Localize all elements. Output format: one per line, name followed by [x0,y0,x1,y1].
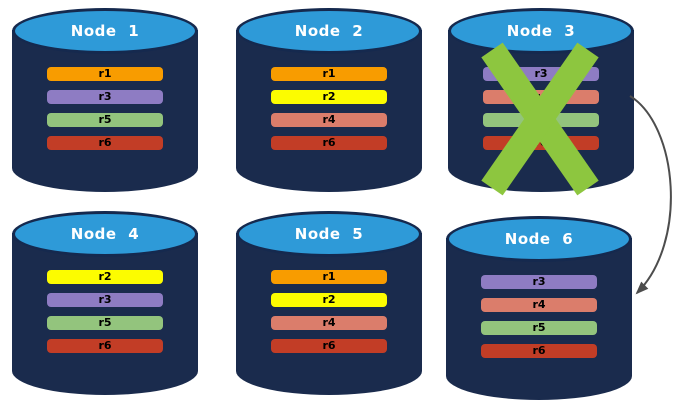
cylinder-top: Node 3 [448,8,634,54]
node-title: Node 4 [70,225,140,243]
node-title: Node 2 [294,22,364,40]
replica-bar-r6: r6 [271,136,387,150]
node-title: Node 6 [504,230,574,248]
replica-bar-r3: r3 [481,275,597,289]
node-node-1: Node 1 r1 r3 r5 r6 [12,8,198,192]
replica-bar-r6: r6 [47,136,163,150]
replica-bar-r2: r2 [47,270,163,284]
replica-bars: r2 r3 r5 r6 [12,270,198,353]
replica-bars: r1 r2 r4 r6 [236,67,422,150]
replica-bars: r1 r2 r4 r6 [236,270,422,353]
replica-bar-r5: r5 [481,321,597,335]
replica-bar-r5: r5 [47,113,163,127]
failure-x-icon [481,42,599,196]
cylinder-top: Node 4 [12,211,198,257]
replica-bar-r6: r6 [481,344,597,358]
cylinder-top: Node 1 [12,8,198,54]
cylinder-top: Node 6 [446,216,632,262]
node-node-4: Node 4 r2 r3 r5 r6 [12,211,198,395]
replica-bar-r4: r4 [271,316,387,330]
replica-bars: r1 r3 r5 r6 [12,67,198,150]
node-node-2: Node 2 r1 r2 r4 r6 [236,8,422,192]
cylinder-body [236,30,422,192]
cylinder-top: Node 2 [236,8,422,54]
node-node-5: Node 5 r1 r2 r4 r6 [236,211,422,395]
arrow-path [629,95,672,295]
cylinder-top: Node 5 [236,211,422,257]
replica-bar-r1: r1 [271,67,387,81]
replica-bars: r3 r4 r5 r6 [446,275,632,358]
cylinder-body [12,30,198,192]
replica-bar-r4: r4 [481,298,597,312]
replica-bar-r4: r4 [271,113,387,127]
replica-bar-r2: r2 [271,90,387,104]
cylinder-body [236,233,422,395]
node-title: Node 3 [506,22,576,40]
node-node-6: Node 6 r3 r4 r5 r6 [446,216,632,400]
replica-bar-r3: r3 [47,293,163,307]
replica-bar-r3: r3 [47,90,163,104]
replica-bar-r6: r6 [271,339,387,353]
replica-bar-r1: r1 [271,270,387,284]
cylinder-body [12,233,198,395]
replica-bar-r1: r1 [47,67,163,81]
node-title: Node 5 [294,225,364,243]
replica-bar-r2: r2 [271,293,387,307]
replica-bar-r6: r6 [47,339,163,353]
cylinder-body [446,238,632,400]
node-title: Node 1 [70,22,140,40]
replica-bar-r5: r5 [47,316,163,330]
